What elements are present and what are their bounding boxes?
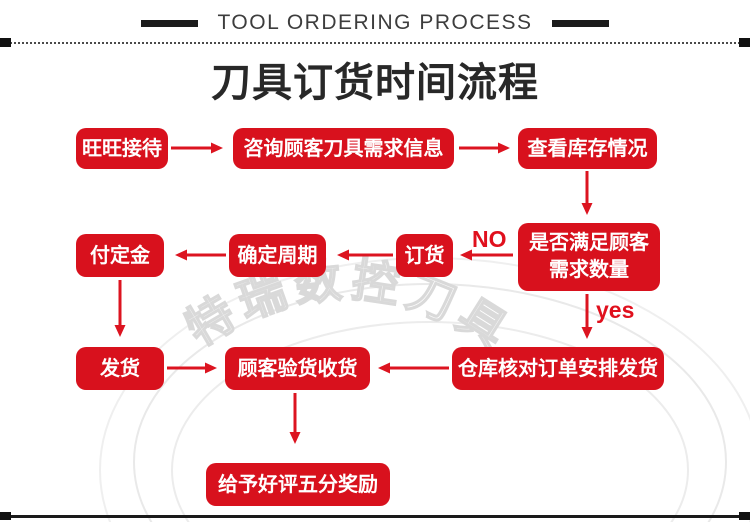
node-satisfy-demand: 是否满足顾客 需求数量 xyxy=(518,223,660,291)
node-satisfy-line2: 需求数量 xyxy=(549,259,629,281)
banner: TOOL ORDERING PROCESS xyxy=(0,8,750,38)
banner-left-bar xyxy=(141,19,199,27)
top-dashed-divider xyxy=(10,42,740,44)
bottom-divider-left-square xyxy=(0,512,11,520)
banner-right-bar xyxy=(551,19,609,27)
node-wangwang-reception: 旺旺接待 xyxy=(76,128,168,169)
node-order: 订货 xyxy=(396,234,453,277)
bottom-divider xyxy=(10,515,740,518)
node-warehouse-arrange-shipping: 仓库核对订单安排发货 xyxy=(452,347,664,390)
bottom-divider-right-square xyxy=(739,512,750,520)
page-title: 刀具订货时间流程 xyxy=(211,61,539,105)
node-five-star-reward: 给予好评五分奖励 xyxy=(206,463,390,506)
banner-title-en: TOOL ORDERING PROCESS xyxy=(217,11,533,34)
branch-label-no: NO xyxy=(472,226,507,252)
node-consult-customer-needs: 咨询顾客刀具需求信息 xyxy=(233,128,454,169)
node-satisfy-line1: 是否满足顾客 xyxy=(529,232,649,254)
node-check-stock: 查看库存情况 xyxy=(518,128,657,169)
node-pay-deposit: 付定金 xyxy=(76,234,164,277)
node-confirm-cycle: 确定周期 xyxy=(229,234,326,277)
branch-label-yes: yes xyxy=(596,297,635,323)
node-ship: 发货 xyxy=(76,347,164,390)
top-divider-left-square xyxy=(0,38,11,47)
top-divider-right-square xyxy=(739,38,750,47)
node-customer-inspect-receive: 顾客验货收货 xyxy=(225,347,370,390)
